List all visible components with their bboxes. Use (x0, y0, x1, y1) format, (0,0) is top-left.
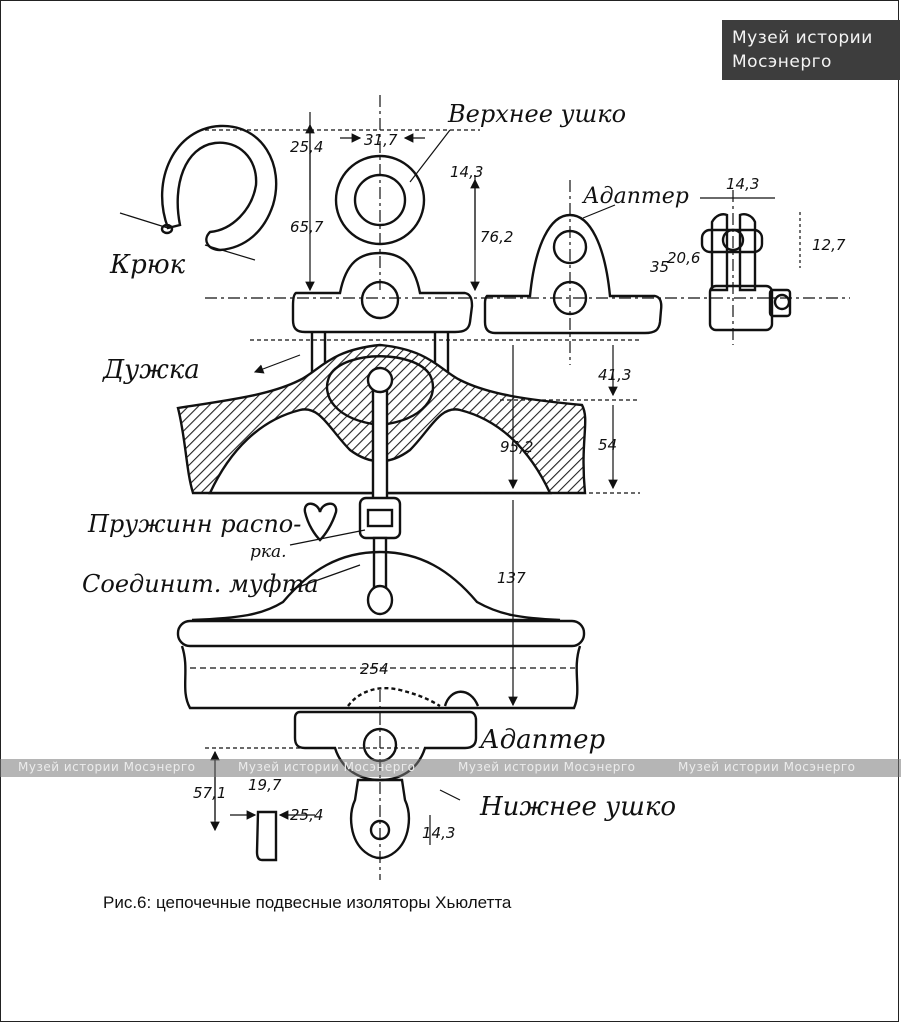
adapter-front-shape (710, 213, 729, 292)
lower-disc-body (191, 550, 561, 622)
dim-25-4-top: 25,4 (290, 138, 323, 156)
lower-eye-label: Нижнее ушко (479, 792, 676, 822)
watermark-text: Музей истории Мосэнерго (238, 760, 416, 774)
hook-label: Крюк (109, 250, 186, 280)
adapter-bottom-label: Адаптер (478, 725, 605, 755)
badge-line-2: Мосэнерго (732, 52, 832, 72)
dim-31-7: 31,7 (364, 131, 398, 149)
clevis-label: Дужка (102, 355, 200, 385)
dim-57-1: 57,1 (193, 784, 226, 802)
spring-pin-shape (303, 502, 338, 542)
hook-tip (160, 223, 174, 235)
dim-20-6: 20,6 (667, 249, 700, 267)
dim-41-3: 41,3 (598, 366, 631, 384)
dim-12-7: 12,7 (812, 236, 846, 254)
adapter-top-label: Адаптер (581, 184, 689, 209)
adapter-side-shape (483, 213, 663, 335)
coupling-label: Соединит. муфта (82, 570, 319, 598)
figure-caption: Рис.6: цепочечные подвесные изоляторы Хь… (103, 893, 512, 912)
top-cap-shape (291, 251, 474, 334)
dim-14-3-top: 14,3 (450, 163, 483, 181)
dim-14-3-adapter: 14,3 (726, 175, 759, 193)
spring-pin-label-1: Пружинн распо- (87, 510, 301, 538)
badge-line-1: Музей истории (732, 28, 873, 48)
dim-25-4-bottom: 25,4 (290, 806, 323, 824)
dim-54: 54 (598, 436, 617, 454)
museum-watermark-badge: Музей истории Мосэнерго (722, 20, 900, 80)
dim-95-2: 95,2 (500, 438, 533, 456)
dim-254: 254 (360, 660, 389, 678)
dim-76-2: 76,2 (480, 228, 513, 246)
dim-137: 137 (497, 569, 526, 587)
watermark-text: Музей истории Мосэнерго (678, 760, 856, 774)
watermark-text: Музей истории Мосэнерго (18, 760, 196, 774)
dim-19-7: 19,7 (248, 776, 282, 794)
dim-14-3-bottom: 14,3 (422, 824, 455, 842)
hook-shape (160, 124, 278, 252)
dim-35: 35 (650, 258, 669, 276)
watermark-band: Музей истории Мосэнерго Музей истории Мо… (0, 759, 901, 777)
spring-pin-label-2: рка. (250, 542, 287, 562)
pin-rod (371, 378, 389, 502)
lower-eye-shape (349, 778, 411, 860)
lower-disc-rim (176, 619, 586, 648)
watermark-text: Музей истории Мосэнерго (458, 760, 636, 774)
dim-65-7: 65,7 (290, 218, 324, 236)
upper-eye-label: Верхнее ушко (447, 100, 626, 128)
